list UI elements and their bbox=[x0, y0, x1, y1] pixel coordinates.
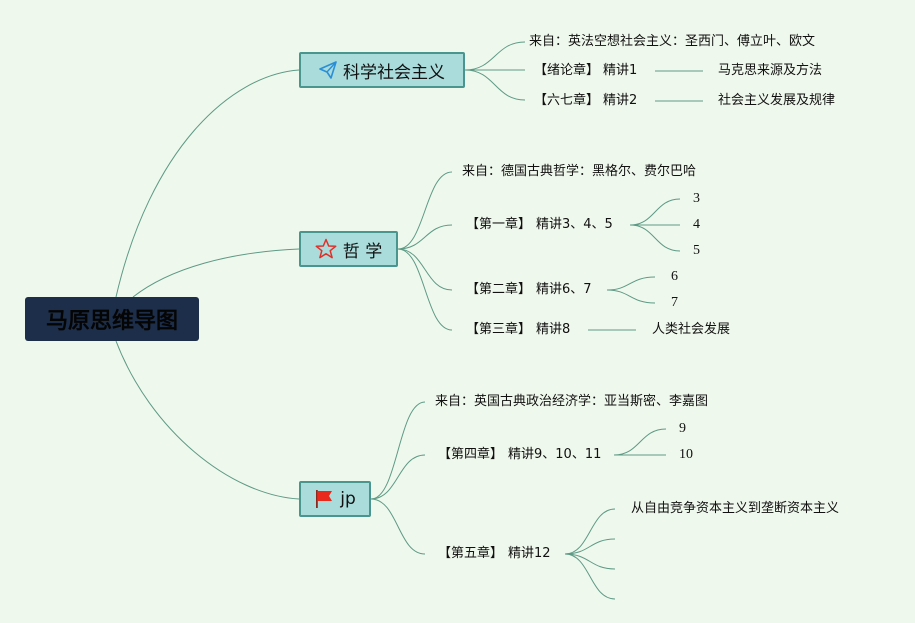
sub-item-label: 6 bbox=[671, 269, 678, 284]
lecture-label: 精讲12 bbox=[508, 546, 551, 561]
lecture-label: 精讲8 bbox=[536, 322, 571, 337]
lecture-label: 精讲3、4、5 bbox=[536, 217, 613, 232]
connector-t2-c2 bbox=[397, 224, 453, 250]
source-label: 来自：德国古典哲学：黑格尔、费尔巴哈 bbox=[462, 164, 697, 179]
sub-item-label: 4 bbox=[693, 217, 700, 232]
chapter-label: 【六七章】 bbox=[534, 93, 600, 108]
sub-item-label: 7 bbox=[671, 295, 678, 310]
sub-item-label: 3 bbox=[693, 191, 700, 206]
topic-node-philosophy[interactable]: 哲 学 bbox=[299, 231, 398, 267]
sub-item-label: 9 bbox=[679, 421, 686, 436]
connector-t3-c3-sub-4 bbox=[564, 553, 616, 600]
connector-root-to-topic-3 bbox=[115, 340, 300, 500]
leaf-label: 从自由竞争资本主义到垄断资本主义 bbox=[631, 501, 840, 516]
source-label: 来自：英法空想社会主义：圣西门、傅立叶、欧文 bbox=[529, 34, 816, 49]
connector-t1-c3 bbox=[464, 69, 526, 101]
leaf-label: 马克思来源及方法 bbox=[718, 63, 823, 78]
connector-t2-c3-sub-1 bbox=[606, 276, 656, 291]
connector-t2-c1 bbox=[397, 171, 453, 250]
lecture-label: 精讲6、7 bbox=[536, 282, 592, 297]
chapter-label: 【第五章】 bbox=[438, 546, 504, 561]
paper-plane-icon bbox=[319, 61, 337, 79]
connector-root-to-topic-2 bbox=[132, 248, 300, 298]
chapter-label: 【第四章】 bbox=[438, 447, 504, 462]
source-label: 来自：英国古典政治经济学：亚当斯密、李嘉图 bbox=[435, 394, 709, 409]
connector-t3-c3-sub-3 bbox=[564, 553, 616, 570]
topic-title: 科学社会主义 bbox=[343, 62, 445, 83]
star-icon bbox=[315, 238, 337, 259]
lecture-label: 精讲9、10、11 bbox=[508, 447, 602, 462]
sub-item-label: 10 bbox=[679, 447, 693, 462]
root-title: 马原思维导图 bbox=[45, 309, 178, 334]
connector-root-to-topic-1 bbox=[115, 69, 300, 298]
lecture-label: 精讲1 bbox=[603, 63, 638, 78]
connector-t2-c3-sub-2 bbox=[606, 289, 656, 304]
red-flag-icon bbox=[316, 490, 333, 508]
connector-t3-c3-sub-2 bbox=[564, 538, 616, 555]
leaf-label: 社会主义发展及规律 bbox=[718, 93, 836, 108]
topic-title: 哲 学 bbox=[342, 241, 383, 262]
topic-title: jp bbox=[340, 489, 356, 509]
connector-t2-c2-sub-3 bbox=[629, 224, 681, 252]
topic-node-jp[interactable]: jp bbox=[299, 481, 371, 517]
chapter-label: 【第三章】 bbox=[466, 322, 532, 337]
connector-t1-c1 bbox=[464, 41, 526, 71]
root-node[interactable]: 马原思维导图 bbox=[25, 297, 199, 341]
chapter-label: 【第一章】 bbox=[466, 217, 532, 232]
connector-t3-c1 bbox=[370, 401, 426, 500]
topic-node-scientific-socialism[interactable]: 科学社会主义 bbox=[299, 52, 465, 88]
sub-item-label: 5 bbox=[693, 243, 700, 258]
connector-t2-c4 bbox=[397, 248, 453, 331]
connector-t3-c3-sub-1 bbox=[564, 508, 616, 555]
connector-t3-c2-sub-1 bbox=[613, 428, 667, 456]
leaf-label: 人类社会发展 bbox=[652, 322, 731, 337]
connector-t2-c3 bbox=[397, 248, 453, 291]
chapter-label: 【第二章】 bbox=[466, 282, 532, 297]
connector-t2-c2-sub-1 bbox=[629, 198, 681, 226]
lecture-label: 精讲2 bbox=[603, 93, 638, 108]
connector-t3-c2 bbox=[370, 454, 426, 500]
chapter-label: 【绪论章】 bbox=[534, 63, 600, 78]
connector-t3-c3 bbox=[370, 498, 426, 555]
